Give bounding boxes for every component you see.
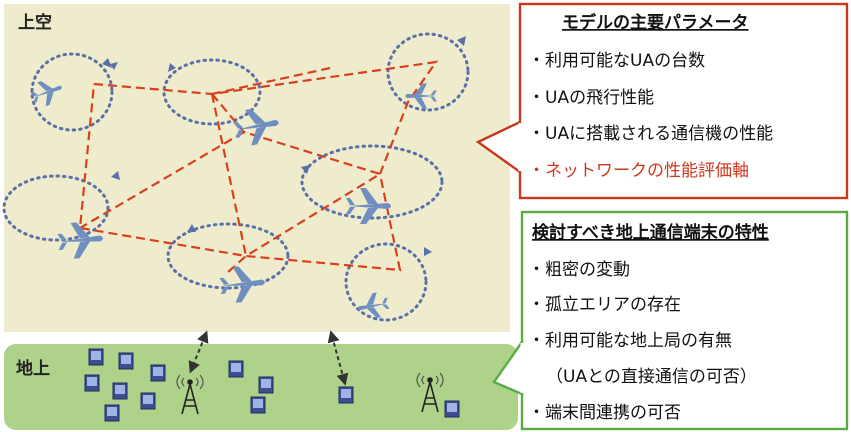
terminal-icon <box>84 374 100 392</box>
terminal-icon <box>112 382 128 400</box>
terminal-box-item: ・粗密の変動 <box>528 260 630 280</box>
orbit-path-icon <box>300 144 444 220</box>
terminal-icon <box>150 364 166 382</box>
sky-label: 上空 <box>18 12 52 33</box>
orbit-direction-marks <box>102 36 466 256</box>
terminal-box-item: （UAとの直接通信の可否） <box>546 367 757 387</box>
ground-label: 地上 <box>16 358 50 379</box>
model-callout-pointer <box>475 120 521 173</box>
orbit-path-icon <box>344 242 428 322</box>
terminal-icon <box>250 396 266 414</box>
terminal-callout-pointer <box>492 341 523 396</box>
orbit-path-icon <box>162 58 262 126</box>
orbit-path-icon <box>2 174 110 242</box>
terminal-icon <box>338 386 354 404</box>
terminal-icon <box>140 392 156 410</box>
terminal-icon <box>88 348 104 366</box>
model-parameters-box <box>518 2 849 200</box>
model-box-item: ・UAの飛行性能 <box>528 88 654 108</box>
model-box-item: ・UAに搭載される通信機の性能 <box>528 124 773 144</box>
link-arrow-icon <box>188 330 209 374</box>
link-arrows <box>188 330 349 386</box>
orbit-path-icon <box>386 32 470 112</box>
radio-tower-icon <box>416 372 444 413</box>
terminal-characteristics-box <box>520 210 849 431</box>
terminal-icon <box>104 404 120 422</box>
terminal-icon <box>228 360 244 378</box>
terminal-icon <box>444 400 460 418</box>
terminal-box-item: ・孤立エリアの存在 <box>528 295 681 315</box>
model-box-highlight-item: ・ネットワークの性能評価軸 <box>528 161 749 181</box>
radio-tower-icon <box>176 374 204 415</box>
network-links <box>78 60 439 273</box>
terminal-box-title: 検討すべき地上通信端末の特性 <box>532 222 769 243</box>
link-arrow-icon <box>327 330 349 386</box>
terminal-icon <box>118 352 134 370</box>
terminal-box-item: ・端末間連携の可否 <box>528 403 681 423</box>
model-box-item: ・利用可能なUAの台数 <box>528 51 705 71</box>
terminal-box-item: ・利用可能な地上局の有無 <box>528 331 732 351</box>
terminal-icon <box>258 376 274 394</box>
model-box-title: モデルの主要パラメータ <box>562 12 749 33</box>
